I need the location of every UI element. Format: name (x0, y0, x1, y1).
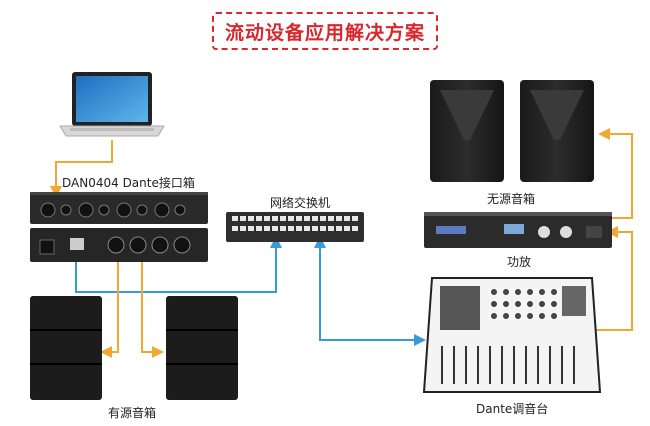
line-amp-to-speakers (598, 128, 633, 219)
mixer-icon (422, 277, 602, 393)
title-badge: 流动设备应用解决方案 (212, 12, 438, 50)
connections (50, 128, 633, 358)
line-mixer-to-amp (596, 226, 633, 331)
label-switch: 网络交换机 (270, 196, 331, 210)
label-mixer: Dante调音台 (476, 402, 549, 416)
line-switch-to-mixer (314, 236, 426, 346)
interface-box-icon (30, 192, 208, 262)
label-passive-speakers: 无源音箱 (487, 192, 536, 206)
diagram-title: 流动设备应用解决方案 (224, 21, 425, 44)
line-laptop-to-interface (50, 140, 113, 198)
label-amplifier: 功放 (507, 255, 532, 269)
laptop-icon (59, 72, 165, 137)
line-interface-to-speaker-2 (141, 262, 164, 358)
amplifier-icon (424, 212, 612, 248)
label-active-speakers: 有源音箱 (108, 406, 157, 420)
label-interface-box: DAN0404 Dante接口箱 (62, 176, 195, 190)
active-speaker-icon (30, 296, 238, 400)
switch-icon (226, 212, 364, 242)
line-interface-to-speaker-1 (100, 262, 119, 358)
line-interface-to-switch (75, 236, 282, 293)
speaker-icon (430, 80, 594, 182)
